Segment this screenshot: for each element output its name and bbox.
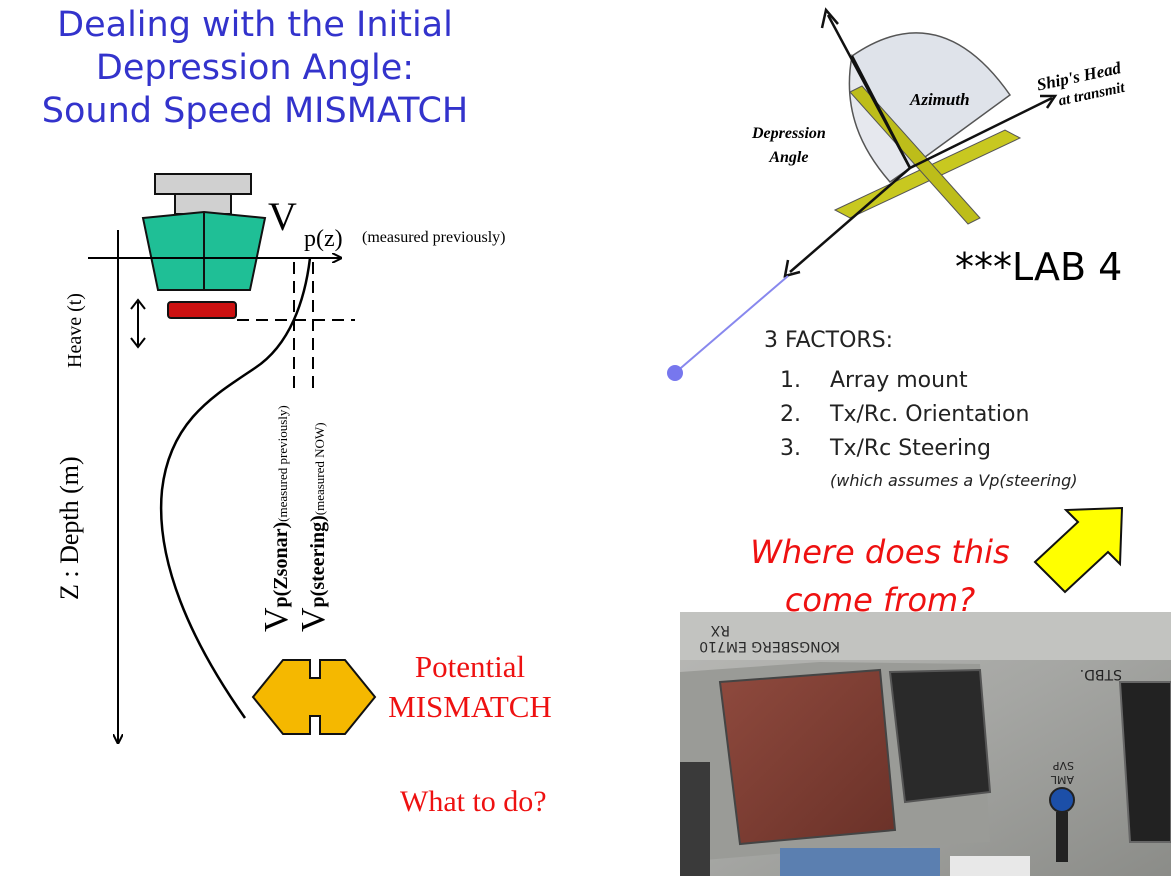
slide-title: Dealing with the Initial Depression Angl… [0, 4, 510, 133]
where-line-1: Where does this [750, 533, 1010, 571]
vp-z-sub: p(z) [304, 226, 343, 252]
beam-vector [850, 55, 912, 169]
vp-steering-label: Vp(steering)(measured NOW) [295, 422, 333, 632]
photo-label-kongsberg: KONGSBERG EM710 [699, 638, 840, 654]
depression-angle-label: Depression Angle [752, 122, 826, 170]
depression-line-1: Depression [752, 125, 826, 142]
factor-text: Tx/Rc Steering [830, 436, 991, 461]
azimuth-sector [851, 32, 1012, 170]
factor-item: 1. Array mount [764, 368, 1124, 398]
vp-z-main: V [268, 194, 297, 239]
hull-photo-drawing: KONGSBERG EM710 RX STBD. AML SVP [680, 612, 1171, 876]
azimuth-label: Azimuth [910, 90, 970, 109]
title-line-1: Dealing with the Initial [57, 5, 453, 45]
factors-title: 3 FACTORS: [764, 328, 894, 353]
photo-label-rx: RX [710, 622, 730, 638]
mills-cross-array-icon [833, 85, 1022, 225]
vp-steering-note: (measured NOW) [312, 422, 327, 516]
photo-label-aml: AML [1050, 773, 1074, 786]
factor-number: 2. [780, 402, 801, 427]
factor-number: 3. [780, 436, 801, 461]
factor-item: 3. Tx/Rc Steering [764, 436, 1124, 466]
mismatch-line-2: MISMATCH [388, 689, 552, 724]
depression-angle-diagram [667, 7, 1058, 381]
mismatch-double-arrow [251, 659, 377, 735]
depth-label: Z : Depth (m) [55, 456, 84, 600]
factor-text: Array mount [830, 368, 968, 393]
beam-extension [674, 275, 789, 374]
vp-sonar-sub: p(Zsonar) [270, 521, 292, 608]
vp-steering-main: V [295, 607, 332, 632]
heave-label: Heave (t) [64, 293, 86, 368]
lab-4-label: ***LAB 4 [955, 245, 1123, 289]
title-line-2: Depression Angle: [95, 48, 415, 88]
ship-icon [141, 173, 267, 319]
sonar-hull-photo: KONGSBERG EM710 RX STBD. AML SVP [680, 612, 1171, 876]
vp-sonar-main: V [258, 607, 295, 632]
mismatch-line-1: Potential [414, 649, 526, 684]
factor-note: (which assumes a Vp(steering) [830, 471, 1078, 490]
sound-speed-diagram [88, 173, 377, 876]
sound-speed-profile [159, 257, 312, 719]
factor-text: Tx/Rc. Orientation [830, 402, 1030, 427]
vp-z-note: (measured previously) [362, 229, 506, 246]
potential-mismatch: Potential MISMATCH [360, 647, 580, 727]
vp-sonar-note: (measured previously) [275, 405, 290, 522]
title-line-3: Sound Speed MISMATCH [41, 91, 469, 131]
photo-label-stbd: STBD. [1080, 666, 1122, 682]
where-from-question: Where does this come from? [720, 528, 1040, 624]
vp-steering-sub: p(steering) [307, 515, 329, 608]
factor-item: 2. Tx/Rc. Orientation [764, 402, 1124, 432]
photo-label-svp: SVP [1052, 759, 1074, 772]
seafloor-point [667, 365, 683, 381]
ships-head-axis [909, 96, 1053, 170]
heave-arrow [130, 298, 146, 349]
vp-sonar-label: Vp(Zsonar)(measured previously) [258, 405, 296, 632]
factor-number: 1. [780, 368, 801, 393]
what-to-do: What to do? [400, 785, 547, 818]
depression-line-2: Angle [769, 149, 809, 166]
yellow-arrow-icon [1033, 506, 1124, 594]
beam-direction [789, 167, 911, 273]
